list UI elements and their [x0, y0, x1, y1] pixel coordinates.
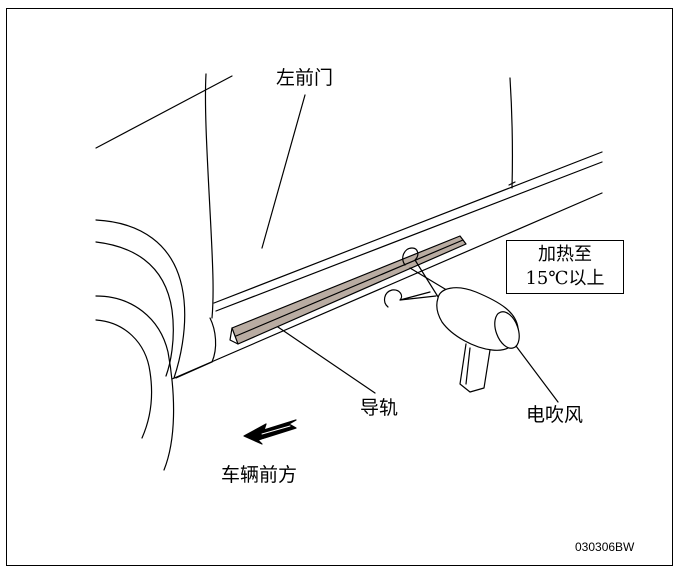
heat-instruction-line2: 15℃以上: [525, 268, 605, 289]
figure-code: 030306BW: [575, 540, 635, 554]
guide-rail: [229, 235, 467, 345]
guide-rail-label: 导轨: [360, 397, 399, 419]
heat-gun-label: 电吹风: [526, 404, 584, 426]
leader-lines: [261, 94, 559, 403]
car-upper-body: [95, 73, 513, 319]
heat-instruction-box: 加热至 15℃以上: [506, 240, 624, 294]
door-body-lines: [213, 151, 603, 312]
left-front-door-label: 左前门: [276, 67, 334, 89]
front-wheel: [95, 219, 186, 471]
heat-gun-hooks: [383, 247, 451, 308]
door-lower-edge: [171, 192, 603, 380]
vehicle-front-label: 车辆前方: [221, 464, 298, 486]
vehicle-front-arrow: [243, 419, 297, 445]
figure-frame: [6, 8, 673, 566]
heat-gun: [436, 287, 520, 393]
heat-instruction-line1: 加热至: [538, 244, 592, 265]
